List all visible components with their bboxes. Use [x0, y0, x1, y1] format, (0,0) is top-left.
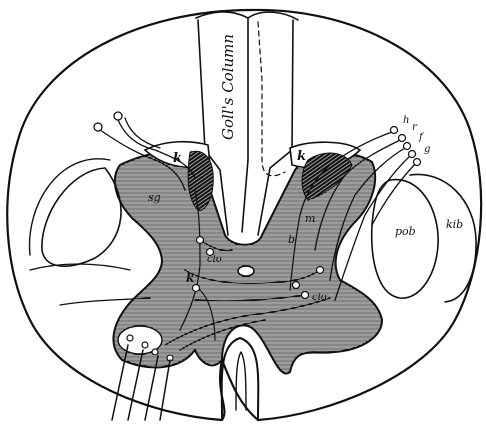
svg-text:f: f [418, 132, 425, 143]
svg-text:r: r [412, 122, 418, 133]
label-k-right: k [297, 149, 306, 164]
label-sg: sg [148, 191, 161, 204]
label-clo: clo [207, 254, 222, 265]
pob-region [372, 180, 438, 299]
label-pob: pob [395, 225, 416, 238]
kib-region [410, 174, 476, 302]
central-canal [238, 266, 254, 276]
label-m: m [305, 212, 315, 225]
dashed-fibre [258, 22, 285, 176]
posterior-notch [196, 12, 298, 20]
label-k-lower: k [186, 271, 194, 285]
label-kib: kib [446, 218, 463, 231]
anterior-fissure [222, 338, 259, 418]
label-clo-2: clo [312, 292, 327, 303]
golls-column-mid [242, 18, 248, 232]
svg-text:g: g [424, 144, 430, 155]
golls-column-label: Goll's Column [219, 34, 237, 140]
dense-nucleus-left [188, 151, 213, 210]
lateral-column-left [42, 168, 121, 266]
svg-text:h: h [403, 115, 409, 126]
label-b: b [288, 233, 295, 246]
label-k-left: k [173, 151, 182, 166]
left-lateral-line [30, 264, 130, 270]
